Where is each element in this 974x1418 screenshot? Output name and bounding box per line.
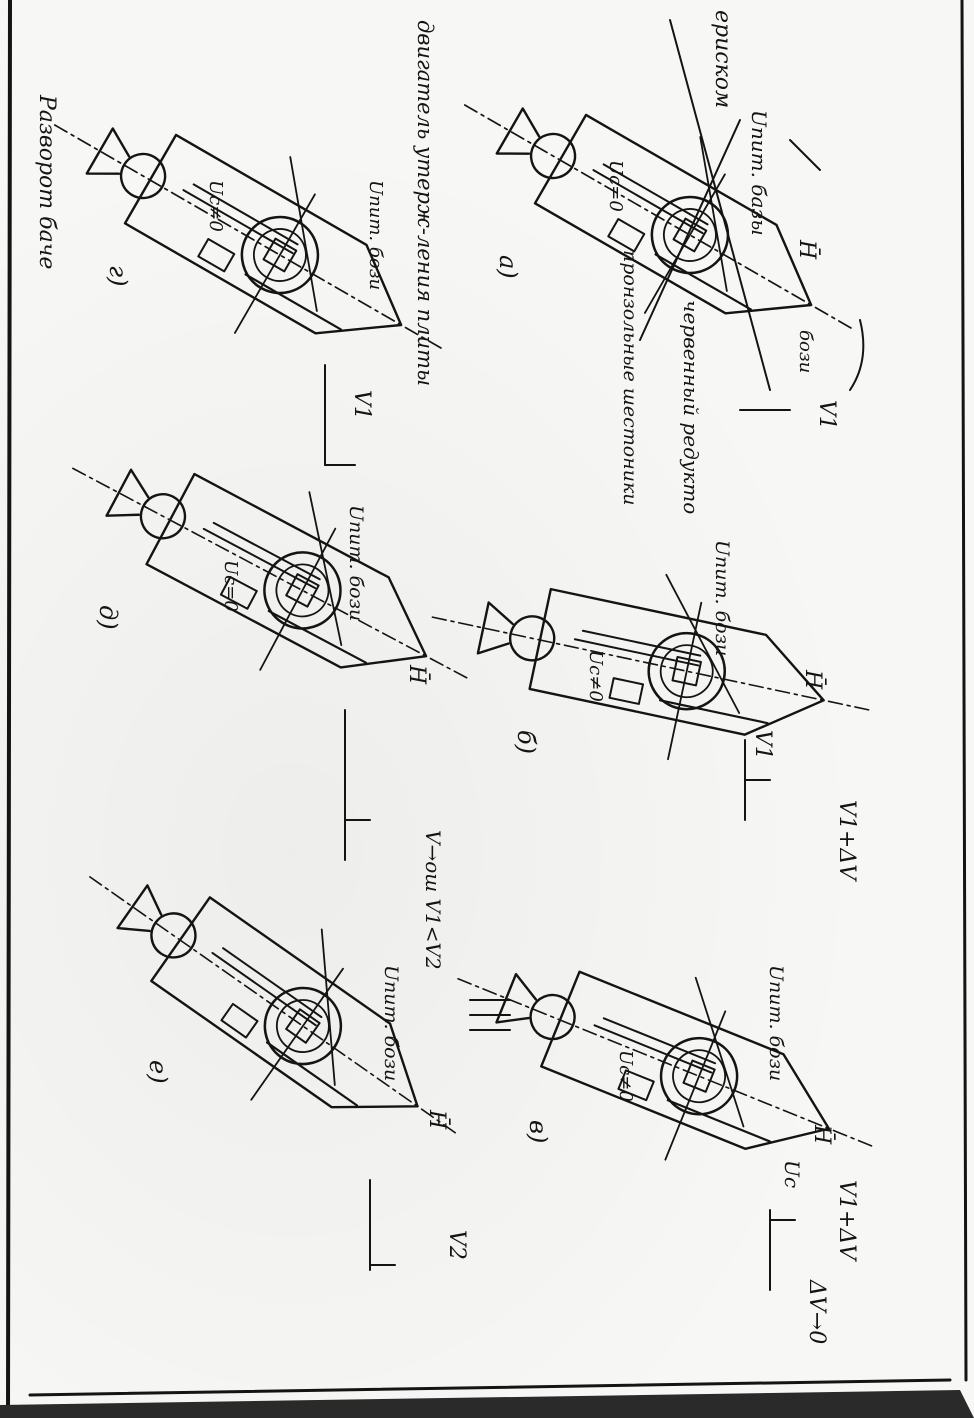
panel-v-dv-zero-label: ΔV→0 [804, 1279, 829, 1344]
tracking-drive-label: двигатель утерж-ления плиты [413, 20, 437, 386]
panel-b-v1-label: V1 [750, 730, 775, 760]
worm-reducer-label: червенный редукто [679, 300, 703, 514]
strip-electrodes-label: пронзольные шестоники [619, 250, 641, 506]
panel-b-u-pit-label: Uпит. бози [711, 540, 733, 656]
panel-d-letter: д) [94, 605, 122, 630]
panel-e-v2-label: V2 [444, 1230, 469, 1260]
panel-v-v1-dv-label: V1+ΔV [834, 1180, 859, 1262]
scan-bottom-edge [28, 1378, 952, 1397]
panel-b-uc-label: Uc≠0 [585, 650, 606, 702]
scan-left-edge [6, 0, 12, 1418]
panel-a-periscope-line [669, 19, 771, 391]
panel-d-uc-label: Uc=0 [220, 560, 241, 612]
panel-b-letter: б) [512, 730, 540, 754]
panel-a-cross-line [639, 119, 741, 341]
panel-a-v1-label: V1 [814, 400, 839, 430]
panel-e-u-pit-label: Uпит. бози [380, 965, 402, 1081]
panel-v-uc-small: Uc [780, 1160, 804, 1188]
panel-g-uc-label: Uc≠0 [205, 180, 226, 232]
panel-a-pointer [789, 139, 821, 171]
panel-d-instrument [29, 387, 514, 761]
panel-a-h-label: H̄ [794, 239, 821, 260]
panel-e-letter: е) [144, 1060, 172, 1084]
panel-d-h-label: H̄ [404, 664, 431, 685]
panel-a-uc-label: Uc=0 [605, 160, 626, 212]
panel-b-v1-dv-label: V1+ΔV [834, 800, 859, 882]
panel-v-h-label: H̄ [809, 1124, 836, 1145]
periscope-label: ериском [710, 10, 735, 108]
panel-g-u-pit-label: Uпит. бози [365, 180, 386, 290]
panel-b-h-label: H̄ [800, 669, 827, 690]
rotation-caption: Разворот баче [34, 94, 59, 269]
panel-a-bozi-label: бози [795, 330, 816, 373]
panel-v-u-pit-label: Uпит. бози [765, 965, 787, 1081]
panel-v-letter: в) [524, 1120, 552, 1143]
panel-a-v1-bracket [739, 319, 865, 411]
panel-d-u-pit-label: Uпит. бози [345, 505, 367, 621]
panel-a-u-pit-label: Uпит. базы [747, 110, 771, 236]
v-condition-label: V→ош V1<V2 [421, 830, 445, 970]
scan-right-edge [960, 0, 968, 1382]
scan-bottom-shadow [0, 1390, 974, 1418]
panel-a-letter: а) [494, 255, 522, 279]
panel-a-instrument [418, 25, 901, 410]
panel-e-h-label: H̄ [424, 1109, 451, 1130]
panel-v-uc-label: Uc≠0 [615, 1050, 636, 1102]
panel-g-letter: г) [104, 265, 132, 287]
panel-b-instrument [412, 527, 893, 801]
panel-g-v1-label: V1 [349, 390, 374, 420]
